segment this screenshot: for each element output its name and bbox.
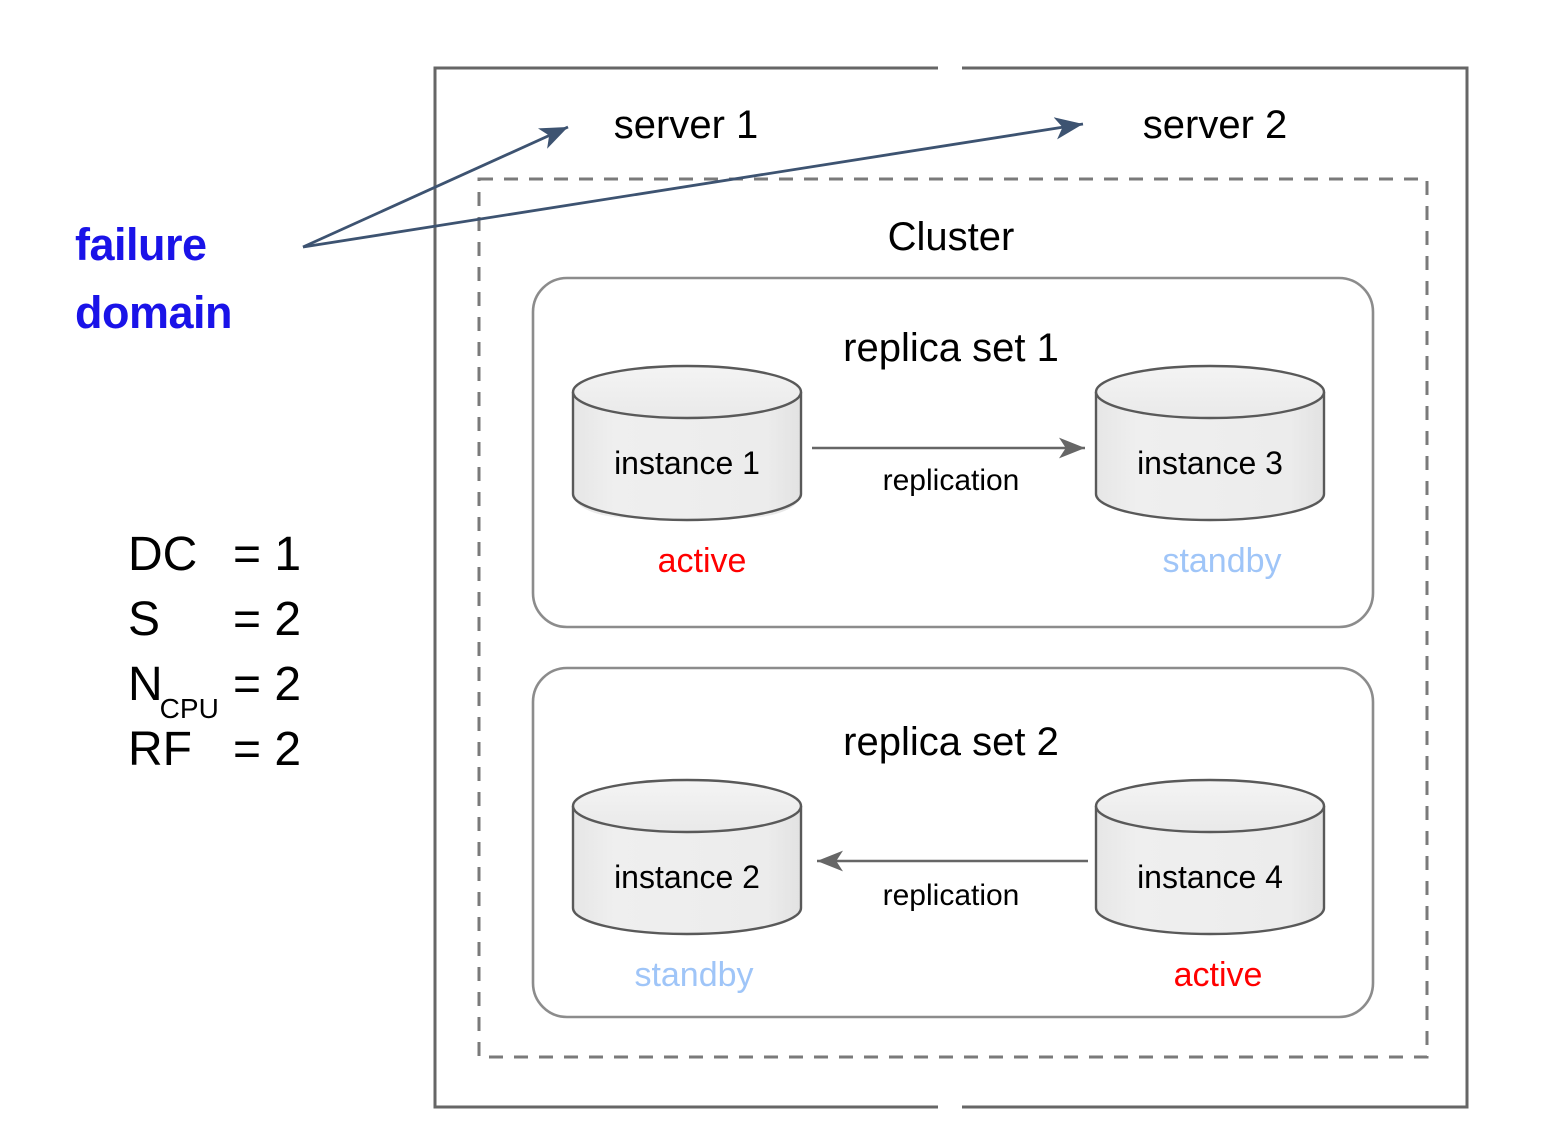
server-2-label: server 2: [1142, 103, 1288, 147]
parameter-eq: =: [233, 658, 262, 711]
server-1-box: [433, 66, 938, 1109]
parameter-eq: =: [233, 723, 262, 776]
cluster-dashed-boundary: [477, 177, 1429, 1059]
parameter-value: 1: [274, 528, 302, 581]
replication-label-1: replication: [882, 464, 1020, 497]
failure-domain-label-line1: failure: [75, 219, 207, 270]
parameter-eq: =: [233, 528, 262, 581]
parameter-name: N: [128, 658, 163, 711]
replica-set-1-label: replica set 1: [843, 326, 1059, 370]
server-1-label: server 1: [613, 103, 759, 147]
instance-1-cylinder: [571, 364, 803, 522]
parameter-name: RF: [128, 723, 192, 776]
instance-4-label: instance 4: [1137, 859, 1283, 895]
parameter-row-s: S = 2: [128, 592, 301, 647]
replication-label-2: replication: [882, 879, 1020, 912]
server-2-box: [962, 66, 1469, 1109]
instance-2-cylinder: [571, 778, 803, 936]
instance-2-state-badge: standby: [634, 956, 754, 994]
parameter-value: 2: [274, 658, 302, 711]
parameter-value: 2: [274, 723, 302, 776]
parameter-name: S: [128, 593, 161, 646]
parameter-row-rf: RF = 2: [128, 722, 301, 777]
instance-3-label: instance 3: [1137, 445, 1283, 481]
parameter-value: 2: [274, 593, 302, 646]
instance-3-cylinder: [1094, 364, 1326, 522]
parameter-name: DC: [128, 528, 198, 581]
instance-4-state-badge: active: [1173, 956, 1263, 994]
parameter-row-ncpu: NCPU = 2: [128, 657, 302, 724]
replica-set-2-label: replica set 2: [843, 720, 1059, 764]
parameter-row-dc: DC = 1: [128, 527, 301, 582]
parameter-eq: =: [233, 593, 262, 646]
instance-1-state-badge: active: [657, 542, 747, 580]
failure-domain-label-line2: domain: [75, 287, 233, 338]
cluster-label: Cluster: [887, 215, 1015, 259]
instance-2-label: instance 2: [614, 859, 760, 895]
instance-3-state-badge: standby: [1162, 542, 1282, 580]
replica-set-2-box: [531, 666, 1375, 1019]
instance-1-label: instance 1: [614, 445, 760, 481]
replica-set-1-box: [531, 276, 1375, 629]
instance-4-cylinder: [1094, 778, 1326, 936]
failure-domain-arrow-server-1: [302, 125, 569, 249]
failure-domain-arrow-server-2: [302, 117, 1084, 249]
parameter-subscript: CPU: [159, 692, 219, 724]
